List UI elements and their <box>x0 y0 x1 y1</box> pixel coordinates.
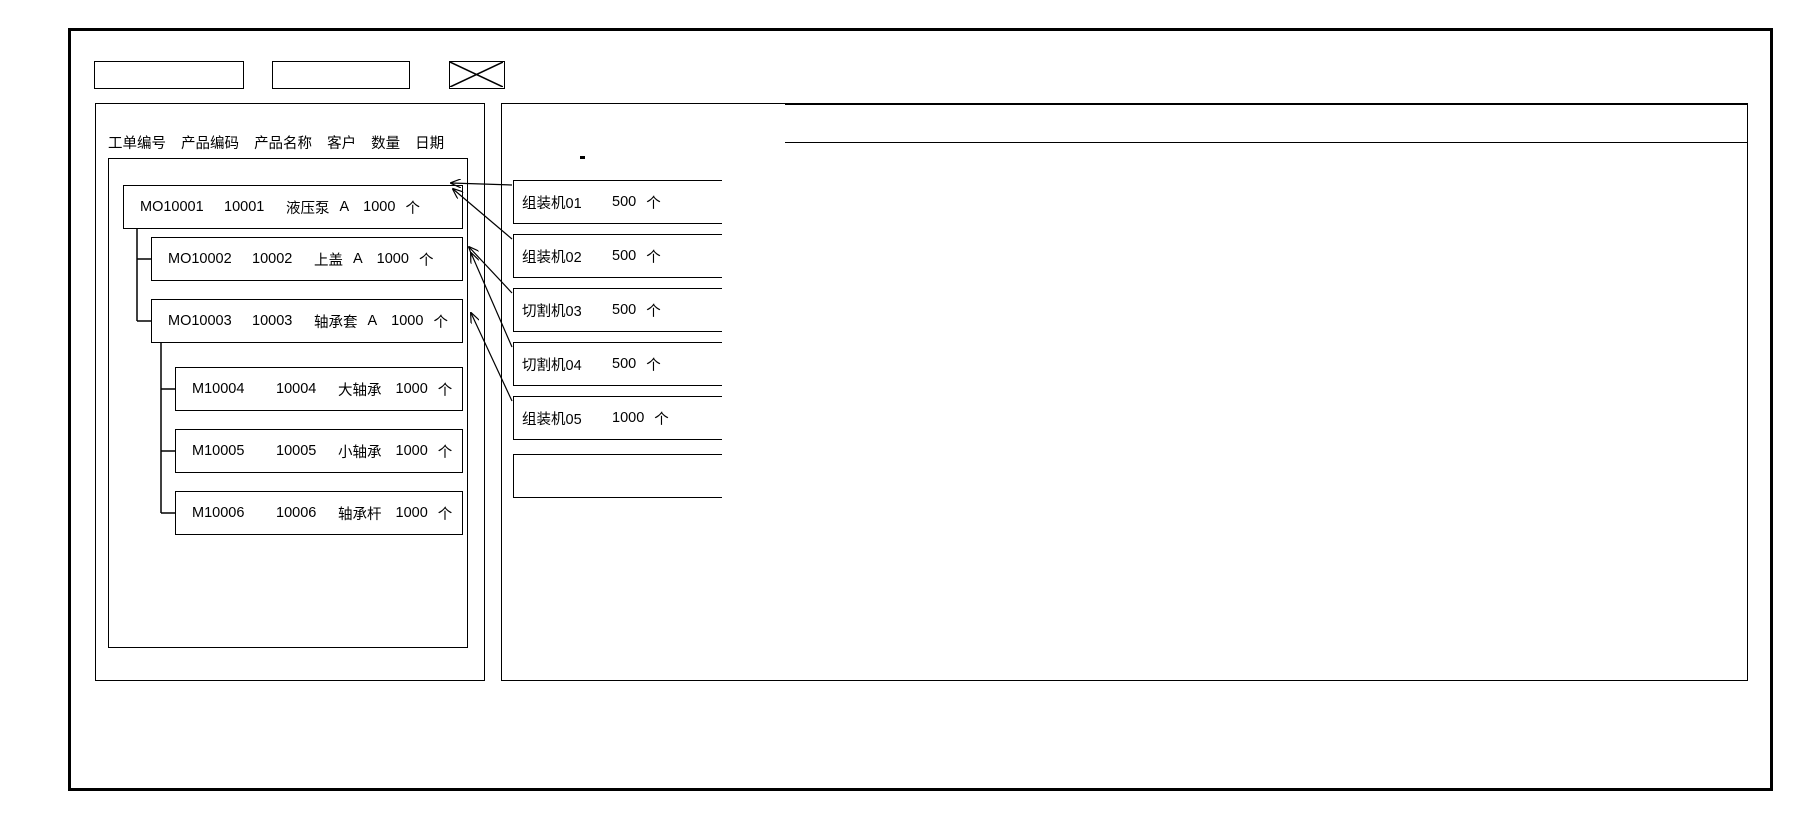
row-quantity: 1000 <box>395 443 428 459</box>
machine-card[interactable]: 切割机03 500 个 <box>513 288 745 332</box>
machine-unit: 个 <box>654 411 669 428</box>
machine-name: 组装机01 <box>522 195 582 212</box>
machine-name: 组装机02 <box>522 249 582 266</box>
machine-unit: 个 <box>646 303 661 320</box>
row-product-code: 10003 <box>252 313 293 329</box>
row-product-code: 10001 <box>224 199 265 215</box>
row-product-name: 上盖 <box>314 252 343 269</box>
row-product-name: 大轴承 <box>338 382 382 399</box>
row-product-code: 10005 <box>276 443 317 459</box>
machine-name: 切割机03 <box>522 303 582 320</box>
machine-qty: 500 <box>612 248 637 264</box>
work-order-tree-panel: 工单编号 产品编码 产品名称 客户 数量 日期 MO10001 10001 <box>95 103 485 681</box>
app-window: 工单编号 产品编码 产品名称 客户 数量 日期 MO10001 10001 <box>68 28 1773 791</box>
row-quantity: 1000 <box>363 199 396 215</box>
machine-card[interactable]: 组装机01 500 个 <box>513 180 745 224</box>
machine-unit: 个 <box>646 357 661 374</box>
row-product-code: 10002 <box>252 251 293 267</box>
row-unit: 个 <box>405 200 420 217</box>
row-unit: 个 <box>433 314 448 331</box>
table-row[interactable]: MO10001 10001 液压泵 A 1000 个 <box>123 185 463 229</box>
column-header-customer: 客户 <box>327 136 357 152</box>
machine-name: 组装机05 <box>522 411 582 428</box>
work-order-column-headers: 工单编号 产品编码 产品名称 客户 数量 日期 <box>108 132 468 153</box>
row-product-name: 轴承杆 <box>338 506 382 523</box>
row-product-name: 小轴承 <box>338 444 382 461</box>
row-order-no: MO10003 <box>168 313 232 329</box>
row-unit: 个 <box>437 506 453 523</box>
row-quantity: 1000 <box>376 251 409 267</box>
crossed-box-icon[interactable] <box>449 61 505 89</box>
row-customer: A <box>353 251 363 267</box>
row-unit: 个 <box>418 252 434 269</box>
machine-card-empty[interactable] <box>513 454 745 498</box>
toolbar-field-2[interactable] <box>272 61 410 89</box>
detail-panel <box>722 103 1748 681</box>
row-product-name: 轴承套 <box>314 314 358 331</box>
machine-name: 切割机04 <box>522 357 582 374</box>
detail-header-rule-bottom <box>785 142 1748 143</box>
column-header-product-name: 产品名称 <box>254 136 313 152</box>
column-header-order-no: 工单编号 <box>108 136 166 152</box>
row-product-code: 10004 <box>276 381 317 397</box>
table-row[interactable]: M10006 10006 轴承杆 1000 个 <box>175 491 463 535</box>
machine-qty: 500 <box>612 356 637 372</box>
row-unit: 个 <box>437 444 453 461</box>
row-order-no: M10005 <box>192 443 245 459</box>
machine-card[interactable]: 组装机05 1000 个 <box>513 396 745 440</box>
row-quantity: 1000 <box>391 313 424 329</box>
machine-card[interactable]: 组装机02 500 个 <box>513 234 745 278</box>
row-product-code: 10006 <box>276 505 317 521</box>
machine-qty: 500 <box>612 302 637 318</box>
row-order-no: MO10002 <box>168 251 232 267</box>
machine-qty: 1000 <box>612 410 645 426</box>
machine-unit: 个 <box>646 249 661 266</box>
column-header-product-code: 产品编码 <box>181 136 240 152</box>
machine-unit: 个 <box>646 195 661 212</box>
table-row[interactable]: M10005 10005 小轴承 1000 个 <box>175 429 463 473</box>
machine-assignment-panel: 组装机01 500 个 组装机02 500 个 切割机03 500 个 切割机0… <box>501 103 753 681</box>
placeholder-dot-icon <box>580 156 585 159</box>
table-row[interactable]: MO10003 10003 轴承套 A 1000 个 <box>151 299 463 343</box>
row-customer: A <box>339 199 350 215</box>
toolbar-field-1[interactable] <box>94 61 244 89</box>
table-row[interactable]: MO10002 10002 上盖 A 1000 个 <box>151 237 463 281</box>
machine-qty: 500 <box>612 194 637 210</box>
row-order-no: M10004 <box>192 381 245 397</box>
row-quantity: 1000 <box>395 381 428 397</box>
machine-card[interactable]: 切割机04 500 个 <box>513 342 745 386</box>
table-row[interactable]: M10004 10004 大轴承 1000 个 <box>175 367 463 411</box>
row-order-no: M10006 <box>192 505 245 521</box>
row-unit: 个 <box>437 382 453 399</box>
row-customer: A <box>367 313 378 329</box>
column-header-date: 日期 <box>415 136 445 152</box>
row-product-name: 液压泵 <box>286 200 330 217</box>
column-header-quantity: 数量 <box>371 136 401 152</box>
row-quantity: 1000 <box>395 505 428 521</box>
work-order-tree-container: MO10001 10001 液压泵 A 1000 个 MO10002 10002… <box>108 158 468 648</box>
detail-header-rule-top <box>785 104 1748 105</box>
row-order-no: MO10001 <box>140 199 204 215</box>
